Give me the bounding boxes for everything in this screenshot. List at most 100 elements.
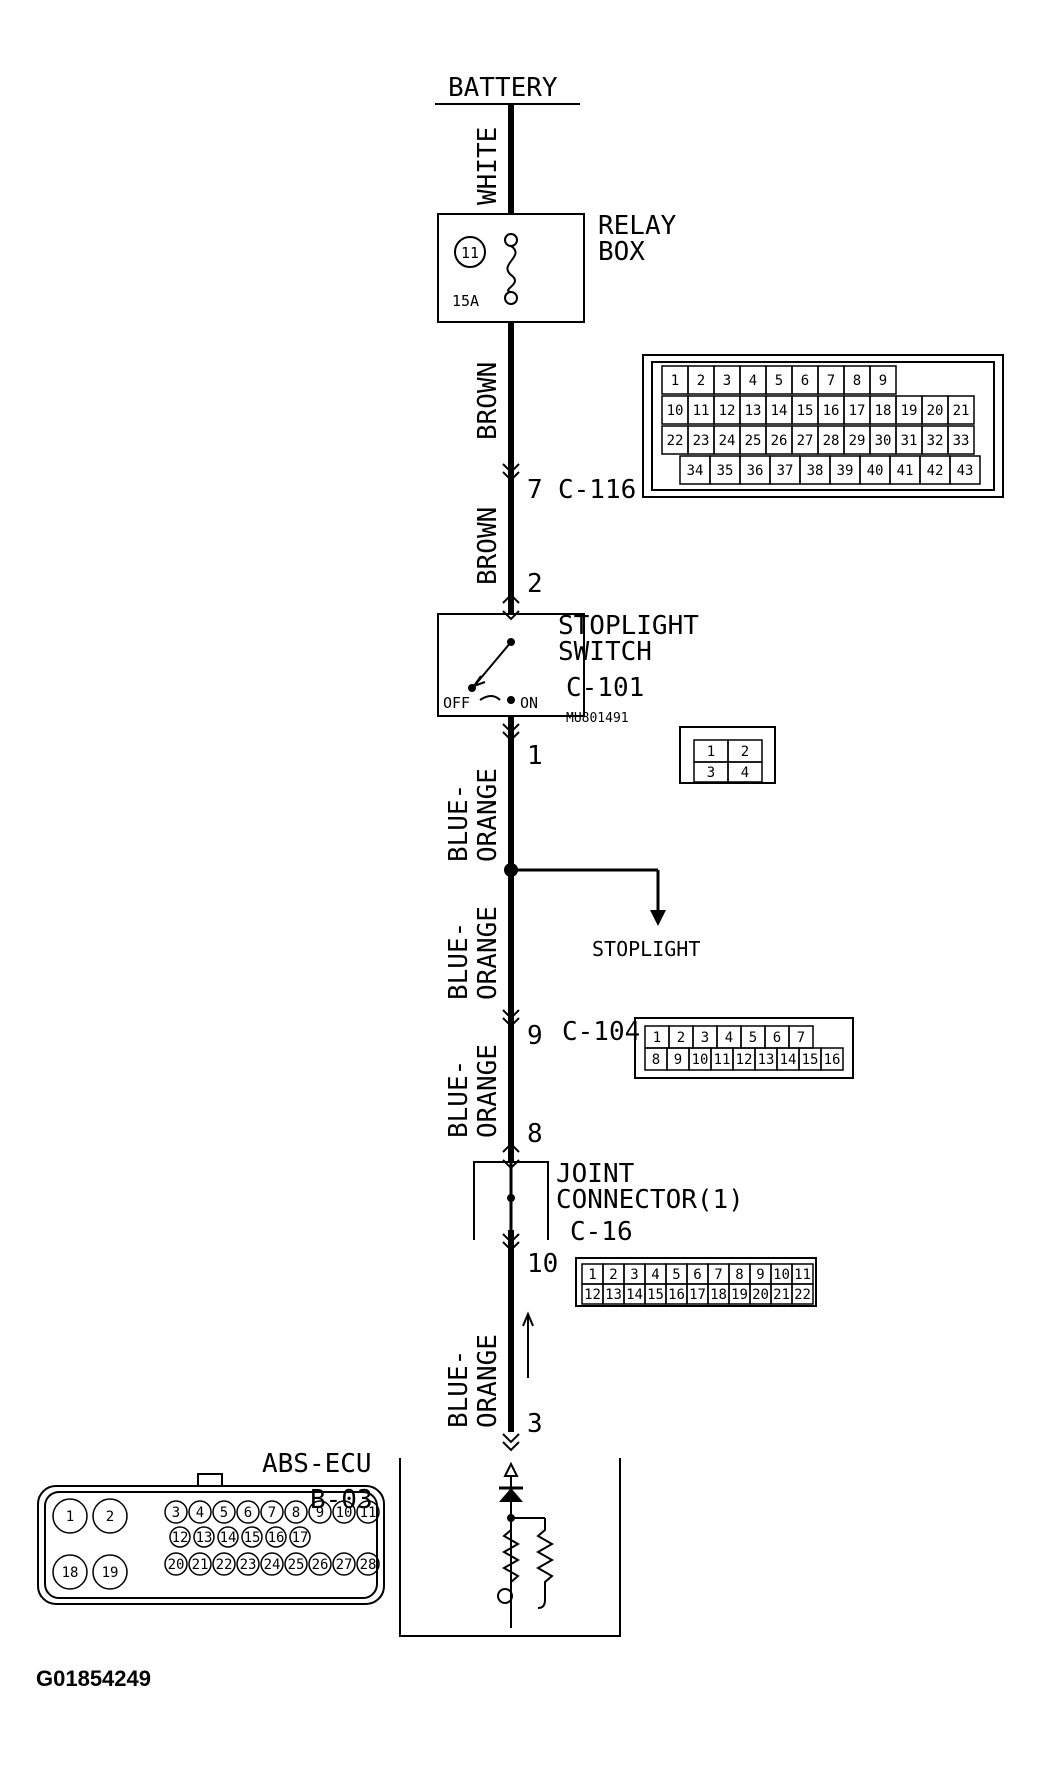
abs-ecu-connector-label: B-03 [310,1485,373,1515]
stoplight-switch-connector: C-101 [566,673,644,703]
connector-pin-number: 14 [771,403,788,419]
connector-pin-number: 2 [741,744,749,760]
connector-pin-number: 11 [714,1052,731,1068]
connector-pin-cell [193,1526,215,1548]
connector-pin-number: 5 [220,1505,228,1521]
connector-pin-number: 35 [717,463,734,479]
connector-pin-number: 2 [609,1267,617,1283]
wire-label-brown-1: BROWN [473,362,503,440]
connector-pin-cell [308,1500,332,1524]
relay-box-label-2: BOX [598,237,645,267]
connector-pin-number: 24 [264,1557,281,1573]
connector-pin-number: 1 [588,1267,596,1283]
connector-pin-number: 16 [824,1052,841,1068]
fuse-icon [506,245,517,293]
connector-pin-number: 3 [707,765,715,781]
connector-pin-number: 11 [693,403,710,419]
connector-pin-number: 41 [897,463,914,479]
svg-text:BLUE-: BLUE- [444,1350,474,1428]
connector-pin-number: 9 [879,373,887,389]
stoplight-switch-label-1: STOPLIGHT [558,611,699,641]
connector-pin-number: 18 [710,1287,727,1303]
connector-pin-cell [308,1552,332,1576]
svg-text:ORANGE: ORANGE [473,1044,503,1138]
connector-pin-cell [284,1500,308,1524]
connector-pin-number: 21 [953,403,970,419]
pin-c116: 7 [527,475,543,505]
connector-pin-cell [791,1283,814,1305]
connector-pin-number: 14 [626,1287,643,1303]
connector-pin-cell [236,1552,260,1576]
fuse-number: 11 [461,244,479,262]
connector-pin-number: 28 [360,1557,377,1573]
connector-pin-number: 17 [849,403,866,419]
joint-connector-label-1: JOINT [556,1159,635,1189]
connector-pin-cell [164,1552,188,1576]
stoplight-label: STOPLIGHT [592,937,700,961]
connector-pin-number: 9 [756,1267,764,1283]
abs-ecu-label: ABS-ECU [262,1449,372,1479]
connector-pin-number: 2 [106,1509,114,1525]
connector-pin-cell [217,1526,239,1548]
connector-pin-cell [260,1500,284,1524]
connector-pin-cell [947,425,975,455]
connector-pin-number: 10 [692,1052,709,1068]
connector-pin-number: 21 [773,1287,790,1303]
switch-off-label: OFF [443,694,470,712]
pin-switch-in: 2 [527,569,543,599]
connector-pin-cell [869,365,897,395]
connector-pin-number: 14 [780,1052,797,1068]
connector-mark-switch-out [502,723,520,742]
connector-pin-number: 17 [292,1530,309,1546]
connector-pin-number: 12 [719,403,736,419]
pin-joint-in: 8 [527,1119,543,1149]
resistor-icon [501,1529,521,1583]
connector-pin-number: 13 [745,403,762,419]
wire-label-blue-orange-4: BLUE- ORANGE [444,1334,503,1428]
connector-pin-cell [356,1500,380,1524]
connector-pin-number: 30 [875,433,892,449]
connector-pin-number: 6 [693,1267,701,1283]
connector-pin-number: 6 [801,373,809,389]
arrow-up-icon [522,1311,534,1378]
connector-pin-number: 22 [216,1557,233,1573]
connector-pin-number: 40 [867,463,884,479]
connector-pin-number: 13 [196,1530,213,1546]
connector-pin-cell [52,1498,88,1534]
connector-label-c104: C-104 [562,1017,640,1047]
connector-pin-number: 1 [707,744,715,760]
connector-pin-number: 6 [244,1505,252,1521]
connector-pin-cell [949,455,981,485]
connector-label-c116: C-116 [558,475,636,505]
fuse-rating: 15A [452,292,479,310]
connector-pin-number: 5 [672,1267,680,1283]
svg-text:BLUE-: BLUE- [444,784,474,862]
connector-pin-number: 24 [719,433,736,449]
connector-pin-cell [212,1500,236,1524]
terminal-triangle-icon [503,1461,519,1477]
connector-pin-number: 29 [849,433,866,449]
connector-pin-number: 34 [687,463,704,479]
connector-pin-number: 15 [797,403,814,419]
connector-pin-cell [332,1552,356,1576]
fuse-number-circle [454,236,486,268]
connector-pin-number: 8 [853,373,861,389]
connector-pin-number: 39 [837,463,854,479]
connector-pin-cell [727,761,763,783]
stoplight-switch: OFF ON [437,613,585,717]
connector-pin-cell [164,1500,188,1524]
connector-pin-number: 15 [802,1052,819,1068]
diode-icon [499,1488,523,1502]
connector-pin-number: 43 [957,463,974,479]
connector-pin-number: 26 [771,433,788,449]
connector-pin-number: 10 [667,403,684,419]
relay-box: 11 15A [437,213,585,323]
connector-pin-number: 26 [312,1557,329,1573]
connector-pin-cell [241,1526,263,1548]
connector-pin-number: 22 [794,1287,811,1303]
connector-pin-number: 21 [192,1557,209,1573]
connector-pin-number: 11 [794,1267,811,1283]
connector-mark-c116 [502,463,520,482]
